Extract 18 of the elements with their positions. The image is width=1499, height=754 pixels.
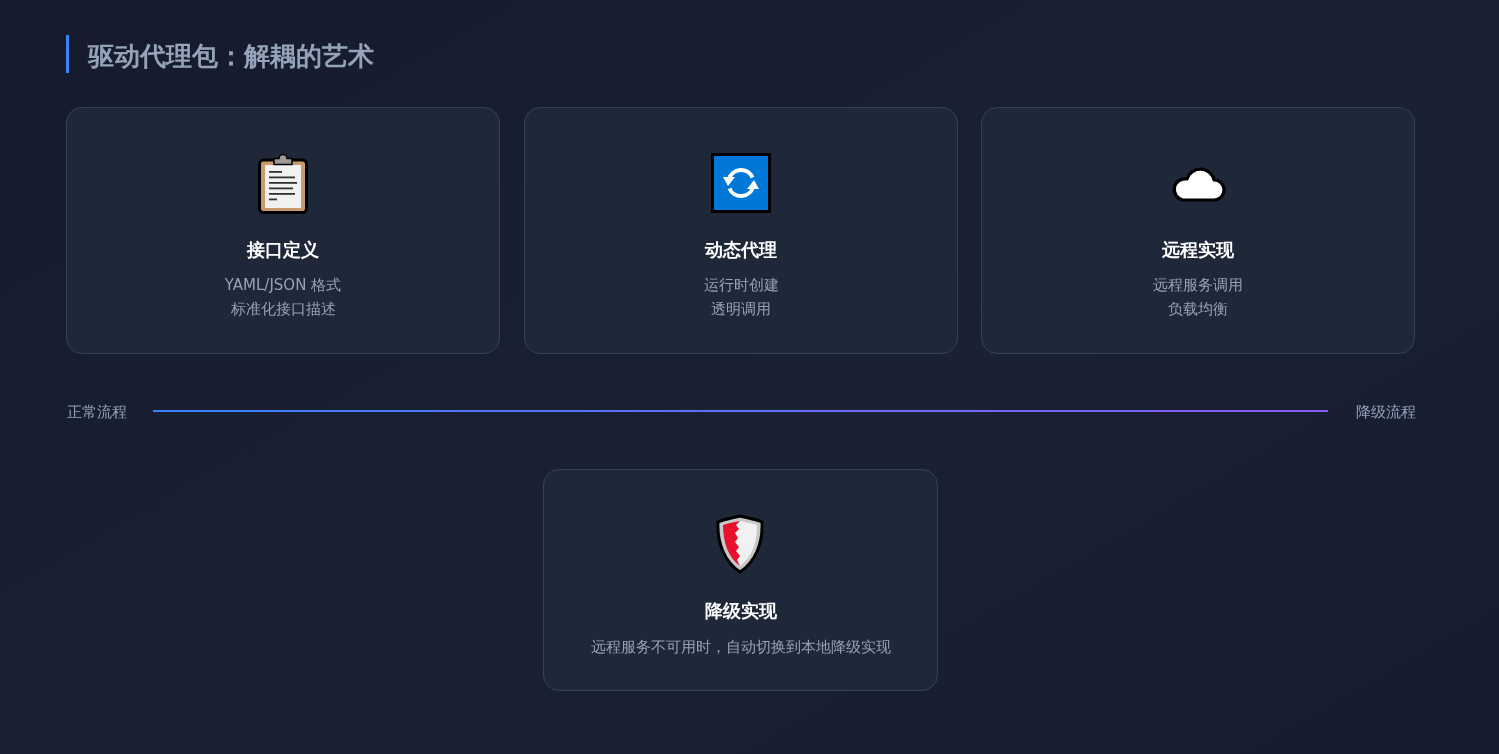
flow-label: 降级流程 bbox=[1356, 402, 1416, 422]
card-description: 远程服务不可用时，自动切换到本地降级实现 bbox=[589, 637, 892, 658]
card-title: 动态代理 bbox=[703, 238, 778, 262]
feature-card bbox=[66, 107, 500, 354]
card-title: 接口定义 bbox=[246, 238, 320, 262]
card-description: 负载均衡 bbox=[1167, 299, 1229, 320]
card-description: 远程服务调用 bbox=[1152, 275, 1244, 296]
card-title: 降级实现 bbox=[703, 599, 778, 623]
card-description: YAML/JSON 格式 bbox=[223, 275, 343, 296]
card-description: 透明调用 bbox=[710, 299, 772, 320]
feature-card bbox=[524, 107, 958, 354]
card-description: 标准化接口描述 bbox=[229, 299, 337, 320]
card-description: 运行时创建 bbox=[702, 275, 780, 296]
card-title: 远程实现 bbox=[1161, 238, 1235, 262]
feature-card bbox=[543, 469, 938, 691]
title: 驱动代理包：解耦的艺术 bbox=[88, 40, 374, 73]
feature-card bbox=[981, 107, 1415, 354]
flow-label: 正常流程 bbox=[67, 402, 127, 422]
